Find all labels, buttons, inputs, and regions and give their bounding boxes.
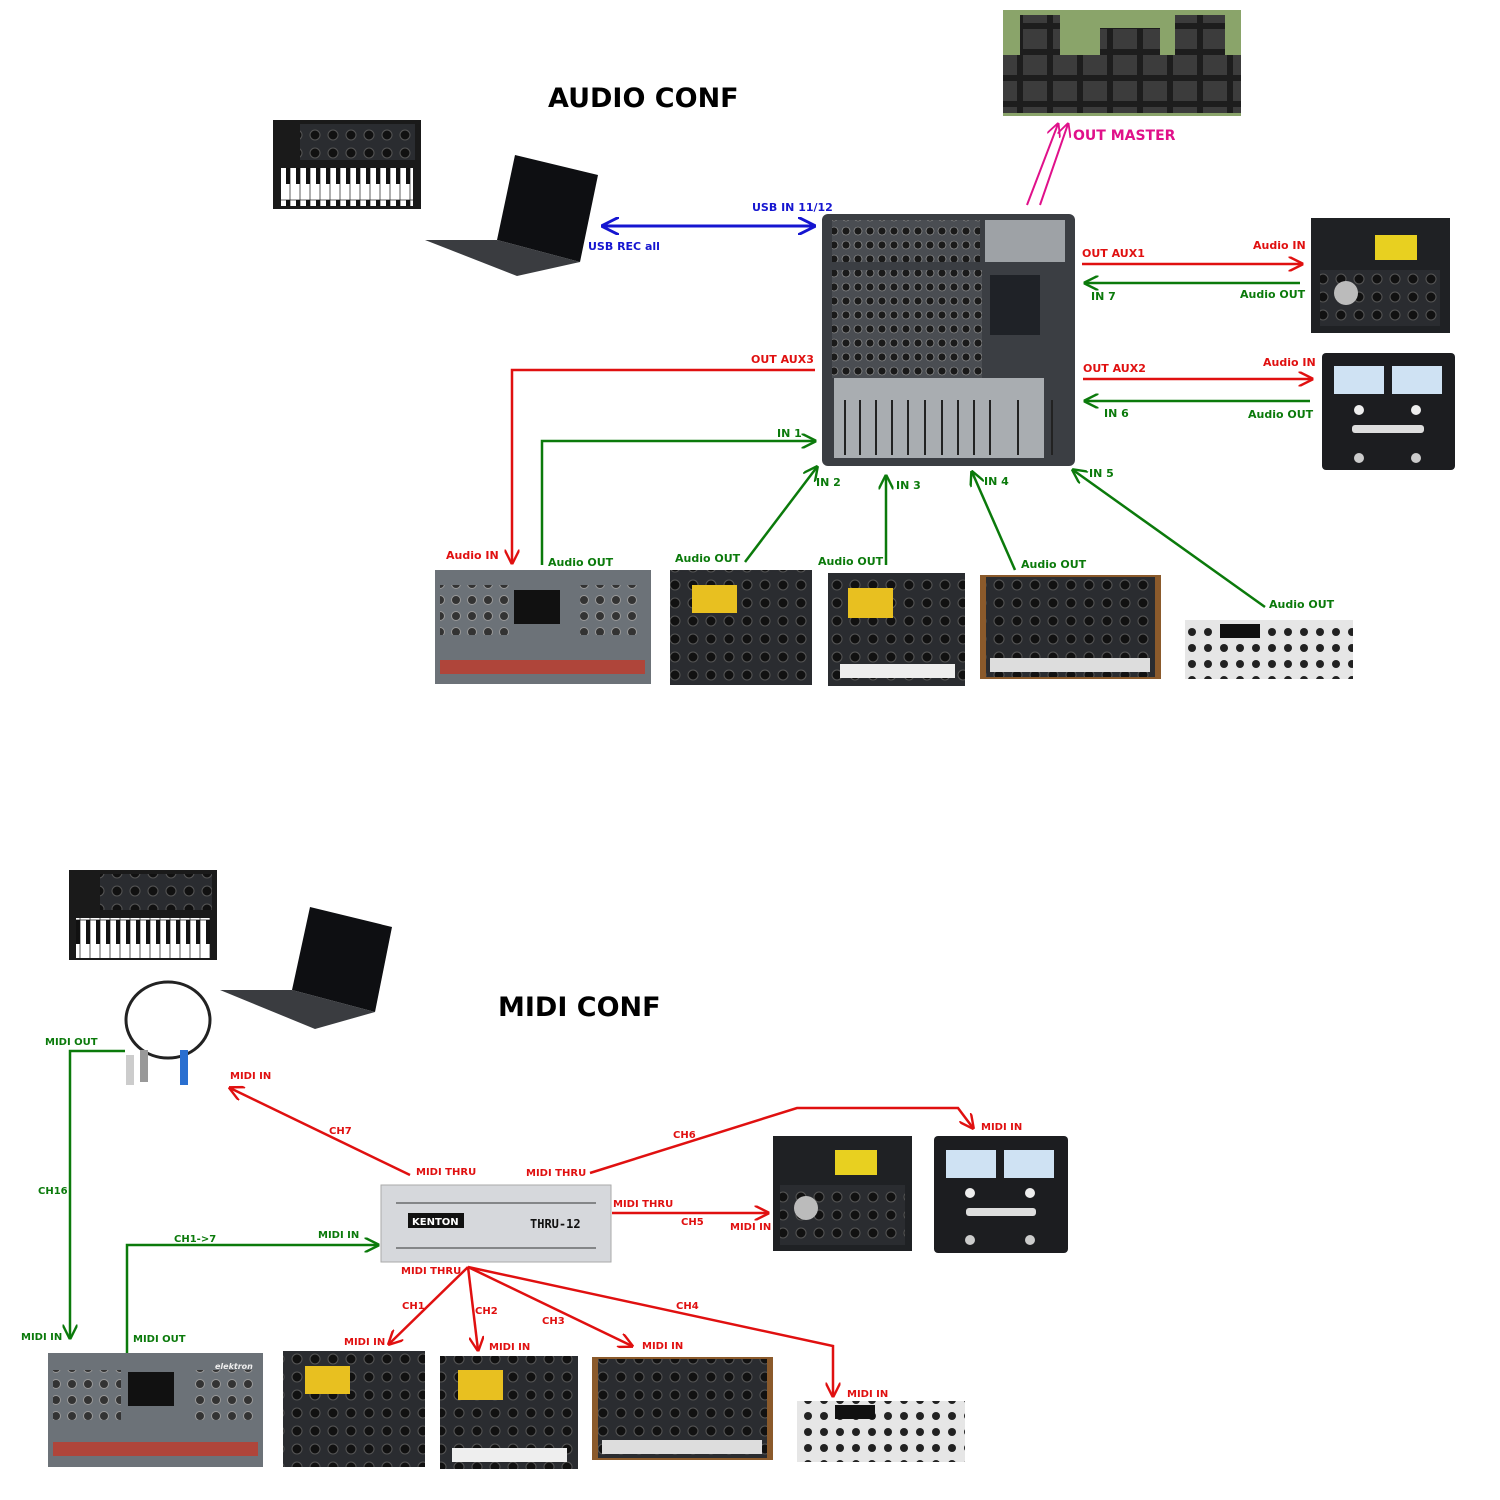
in6-label: IN 6 — [1104, 407, 1129, 420]
ch3-arrow — [467, 1265, 632, 1346]
heat-midi-in-label: MIDI IN — [730, 1222, 771, 1233]
ch1-label: CH1 — [402, 1301, 425, 1312]
in1-arrow — [540, 441, 815, 565]
octatrack-device — [435, 570, 651, 684]
in2-label: IN 2 — [816, 476, 841, 489]
in7-label: IN 7 — [1091, 290, 1116, 303]
effects-pedal — [1322, 353, 1455, 470]
in4-label: IN 4 — [984, 475, 1009, 488]
ch6-arrow — [589, 1106, 973, 1175]
in2-arrow — [744, 467, 817, 563]
aux3-out-arrow — [512, 368, 815, 563]
dev1-audio-in-label: Audio IN — [446, 549, 499, 562]
dev2-audio-out-label: Audio OUT — [675, 552, 741, 565]
ch16-arrow — [70, 1049, 125, 1338]
ch1-7-arrow — [125, 1245, 378, 1353]
ch2-label: CH2 — [475, 1306, 498, 1317]
dev4-audio-out-label: Audio OUT — [1021, 558, 1087, 571]
master-arrow-left — [1026, 124, 1058, 206]
dev3-audio-out-label: Audio OUT — [818, 555, 884, 568]
digitakt-device-2 — [283, 1351, 425, 1467]
kenton-model: THRU-12 — [530, 1217, 581, 1231]
analog-heat-device-2 — [773, 1136, 912, 1251]
elektron-logo: elektron — [215, 1362, 253, 1371]
aux1-audio-in-label: Audio IN — [1253, 239, 1306, 252]
octa-midi-in-label: MIDI IN — [21, 1332, 62, 1343]
pa-speakers — [1003, 10, 1241, 116]
master-arrow-right — [1039, 124, 1068, 206]
usb-midi-cable — [124, 980, 212, 1085]
out-aux3-label: OUT AUX3 — [751, 353, 814, 366]
ch16-label: CH16 — [38, 1186, 68, 1197]
thru-a-label: MIDI THRU — [416, 1167, 476, 1178]
in5-label: IN 5 — [1089, 467, 1114, 480]
ch5-label: CH5 — [681, 1217, 704, 1228]
usb-in-label: USB IN 11/12 — [752, 201, 833, 214]
aux2-audio-out-label: Audio OUT — [1248, 408, 1314, 421]
d3-midi-in-label: MIDI IN — [642, 1341, 683, 1352]
ch2-arrow — [466, 1266, 478, 1350]
op1-device — [1185, 620, 1353, 679]
octatrack-device-2: elektron — [48, 1353, 263, 1467]
thru-midi-in-label: MIDI IN — [318, 1230, 359, 1241]
effects-pedal-2 — [934, 1136, 1068, 1253]
out-aux2-label: OUT AUX2 — [1083, 362, 1146, 375]
thru-d-label: MIDI THRU — [401, 1266, 461, 1277]
in5-arrow — [1073, 470, 1266, 609]
out-aux1-label: OUT AUX1 — [1082, 247, 1145, 260]
ch3-label: CH3 — [542, 1316, 565, 1327]
ch4-label: CH4 — [676, 1301, 699, 1312]
mixer — [822, 214, 1075, 466]
dev1-audio-out-label: Audio OUT — [548, 556, 614, 569]
analog-heat-device — [1311, 218, 1450, 333]
in3-label: IN 3 — [896, 479, 921, 492]
midi-keyboard — [273, 120, 421, 209]
digitone-device-2 — [440, 1356, 578, 1469]
in4-arrow — [972, 472, 1017, 571]
ch1-arrow — [389, 1266, 469, 1344]
d4-midi-in-label: MIDI IN — [847, 1389, 888, 1400]
out-master-label: OUT MASTER — [1073, 128, 1176, 144]
usb-rec-label: USB REC all — [588, 240, 660, 253]
d2-midi-in-label: MIDI IN — [489, 1342, 530, 1353]
midi-conf-title: MIDI CONF — [498, 992, 661, 1023]
op1-device-2 — [797, 1401, 965, 1462]
ch7-label: CH7 — [329, 1126, 352, 1137]
ch7-arrow — [230, 1088, 411, 1177]
laptop-2 — [220, 907, 392, 1029]
aux1-audio-out-label: Audio OUT — [1240, 288, 1306, 301]
cable-midi-in-label: MIDI IN — [230, 1071, 271, 1082]
kenton-thru12-box: KENTON THRU-12 — [380, 1184, 612, 1263]
arturia-synth-device — [980, 575, 1161, 679]
thru-c-label: MIDI THRU — [613, 1199, 673, 1210]
digitakt-device — [670, 570, 812, 685]
ch4-arrow — [467, 1265, 833, 1396]
d1-midi-in-label: MIDI IN — [344, 1337, 385, 1348]
thru-b-label: MIDI THRU — [526, 1168, 586, 1179]
midi-keyboard-2 — [69, 870, 217, 960]
arturia-synth-device-2 — [592, 1357, 773, 1460]
ch6-label: CH6 — [673, 1130, 696, 1141]
cable-midi-out-label: MIDI OUT — [45, 1037, 98, 1048]
octa-midi-out-label: MIDI OUT — [133, 1334, 186, 1345]
laptop — [425, 155, 598, 276]
aux2-audio-in-label: Audio IN — [1263, 356, 1316, 369]
dev5-audio-out-label: Audio OUT — [1269, 598, 1335, 611]
ch1-7-label: CH1->7 — [174, 1234, 216, 1245]
audio-conf-title: AUDIO CONF — [548, 83, 739, 114]
digitone-device — [828, 573, 965, 686]
pedal-midi-in-label: MIDI IN — [981, 1122, 1022, 1133]
kenton-brand: KENTON — [412, 1217, 459, 1228]
in1-label: IN 1 — [777, 427, 802, 440]
